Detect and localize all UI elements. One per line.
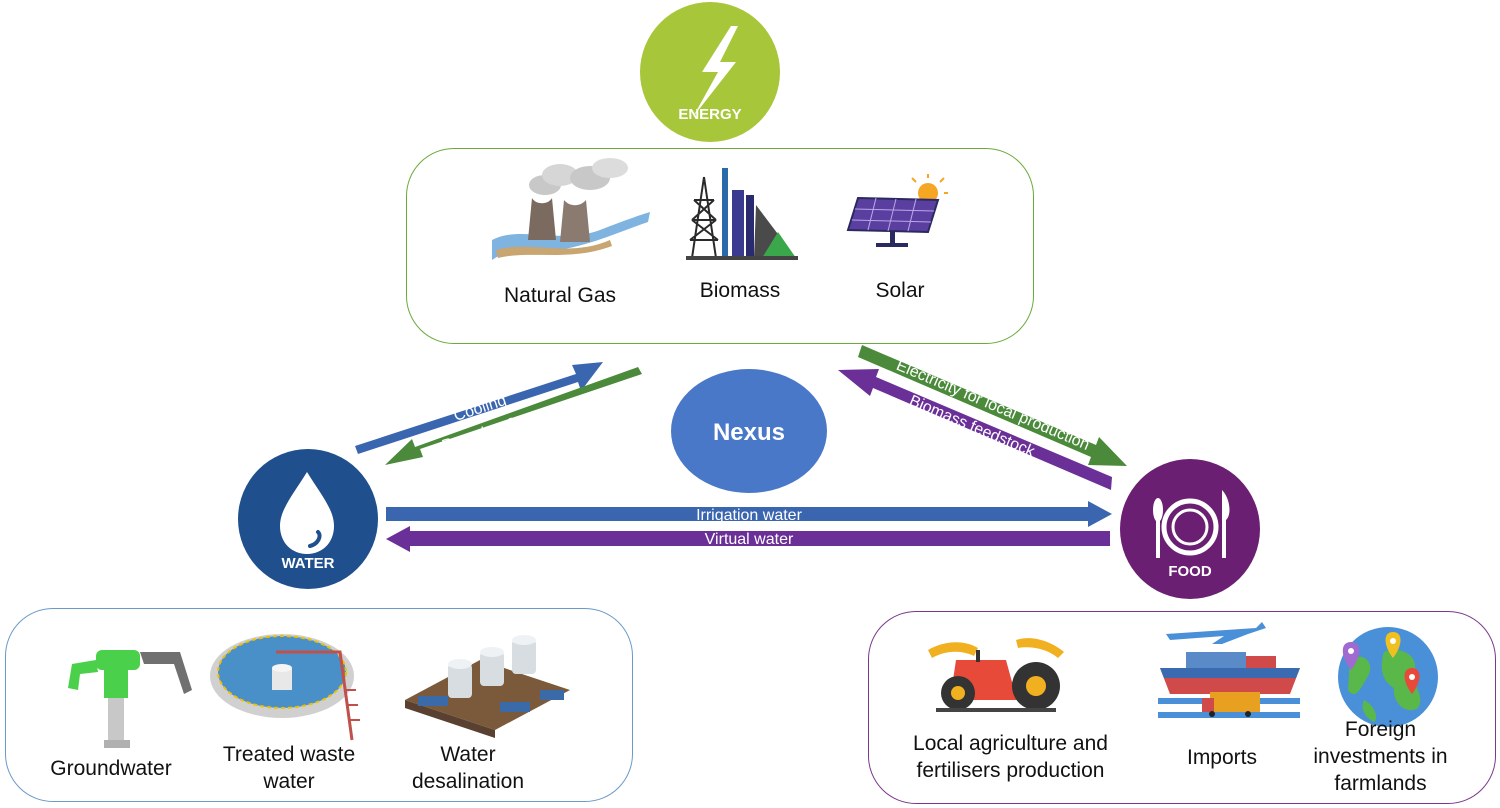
- irrigation-water-arrow: Irrigation water: [386, 501, 1112, 527]
- ship-plane-truck-icon: [1158, 622, 1300, 718]
- groundwater-label: Groundwater: [50, 757, 172, 780]
- nexus-label: Nexus: [713, 419, 785, 446]
- food-hub: FOOD: [1120, 459, 1260, 599]
- energy-hub: ENERGY: [640, 2, 780, 142]
- nexus-ellipse: Nexus: [671, 369, 827, 493]
- biomass-label: Biomass: [699, 279, 781, 302]
- electricity-arrow: Electricity for local production: [858, 345, 1127, 466]
- foreign-investments-label: Foreign investments in farmlands: [1313, 718, 1448, 795]
- energy-sources-box: [406, 148, 1034, 344]
- pumping-treatment-arrow: Pumping & treatment: [385, 367, 642, 465]
- water-sources-box: [5, 608, 633, 802]
- energy-hub-label: ENERGY: [678, 106, 741, 123]
- lightning-bolt-icon: [693, 26, 738, 117]
- water-desalination-label: Water desalination: [411, 743, 525, 793]
- virtual-water-arrow: Virtual water: [386, 526, 1110, 552]
- natural-gas-label: Natural Gas: [503, 284, 617, 307]
- water-hub: WATER: [238, 449, 378, 589]
- solar-label: Solar: [875, 279, 925, 302]
- plate-cutlery-icon: [1153, 490, 1230, 558]
- water-pump-icon: [68, 650, 192, 748]
- solar-panel-icon: [846, 174, 948, 247]
- virtual-water-label: Virtual water: [705, 531, 794, 548]
- treatment-tank-icon: [210, 634, 360, 741]
- imports-label: Imports: [1186, 746, 1257, 769]
- desalination-plant-icon: [405, 635, 570, 738]
- local-agriculture-label: Local agriculture and fertilisers produc…: [913, 732, 1108, 782]
- tractor-icon: [928, 638, 1064, 712]
- biomass-plant-icon: [686, 168, 798, 260]
- food-sources-box: [868, 611, 1496, 804]
- globe-pins-icon: [1338, 627, 1438, 727]
- food-hub-label: FOOD: [1168, 563, 1211, 580]
- irrigation-water-label: Irrigation water: [696, 507, 802, 524]
- power-plant-icon: [492, 158, 650, 260]
- water-hub-label: WATER: [281, 555, 334, 572]
- treated-waste-water-label: Treated waste water: [222, 743, 356, 793]
